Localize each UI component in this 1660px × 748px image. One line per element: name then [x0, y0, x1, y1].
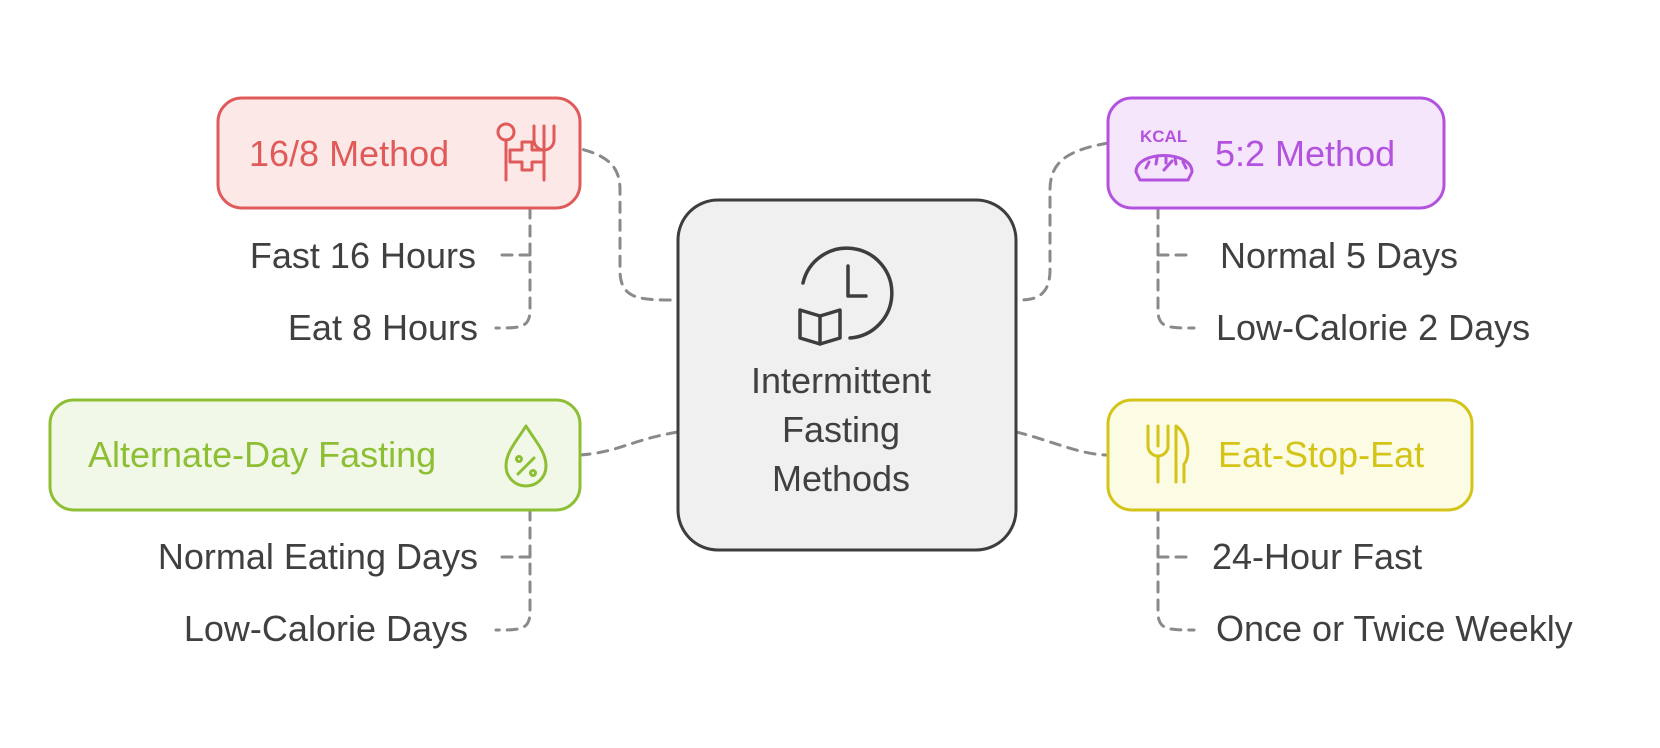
center-title-line-1: Intermittent — [751, 360, 931, 401]
method-adf-item-2: Low-Calorie Days — [184, 608, 468, 649]
method-5-2: KCAL 5:2 Method — [1106, 96, 1446, 210]
method-16-8-box — [216, 96, 582, 210]
fork-knife-icon — [1146, 424, 1190, 484]
center-title-line-2: Fasting — [782, 409, 900, 450]
method-16-8: 16/8 Method — [216, 96, 582, 210]
method-5-2-item-2: Low-Calorie 2 Days — [1216, 307, 1530, 348]
connector-16-8 — [546, 141, 680, 302]
method-16-8-item-1: Fast 16 Hours — [250, 235, 476, 276]
center-title-line-3: Methods — [772, 458, 910, 499]
item-connectors — [494, 206, 1196, 632]
kcal-scale-icon: KCAL — [1134, 127, 1194, 182]
connector-ese — [1014, 430, 1110, 457]
center-connectors — [546, 141, 1110, 457]
drop-percent-icon — [504, 424, 548, 488]
method-adf-label: Alternate-Day Fasting — [88, 434, 436, 475]
method-ese-box — [1106, 398, 1474, 512]
method-adf: Alternate-Day Fasting — [48, 398, 582, 512]
method-16-8-item-2: Eat 8 Hours — [288, 307, 478, 348]
method-ese-item-2: Once or Twice Weekly — [1216, 608, 1573, 649]
method-5-2-box — [1106, 96, 1446, 210]
method-adf-item-1: Normal Eating Days — [158, 536, 478, 577]
method-5-2-item-1: Normal 5 Days — [1220, 235, 1458, 276]
svg-text:KCAL: KCAL — [1140, 127, 1187, 146]
connector-adf-items — [494, 508, 532, 632]
connector-5-2 — [1014, 141, 1110, 302]
method-5-2-label: 5:2 Method — [1215, 133, 1395, 174]
center-node: Intermittent Fasting Methods — [676, 198, 1018, 552]
utensils-health-icon — [496, 122, 556, 182]
connector-5-2-items — [1156, 206, 1196, 330]
method-16-8-label: 16/8 Method — [249, 133, 449, 174]
method-ese: Eat-Stop-Eat — [1106, 398, 1474, 512]
method-ese-item-1: 24-Hour Fast — [1212, 536, 1422, 577]
method-ese-label: Eat-Stop-Eat — [1218, 434, 1424, 475]
connector-ese-items — [1156, 508, 1196, 632]
connector-adf — [578, 430, 680, 457]
method-adf-box — [48, 398, 582, 512]
clock-book-icon — [798, 246, 894, 346]
connector-16-8-items — [494, 206, 532, 330]
